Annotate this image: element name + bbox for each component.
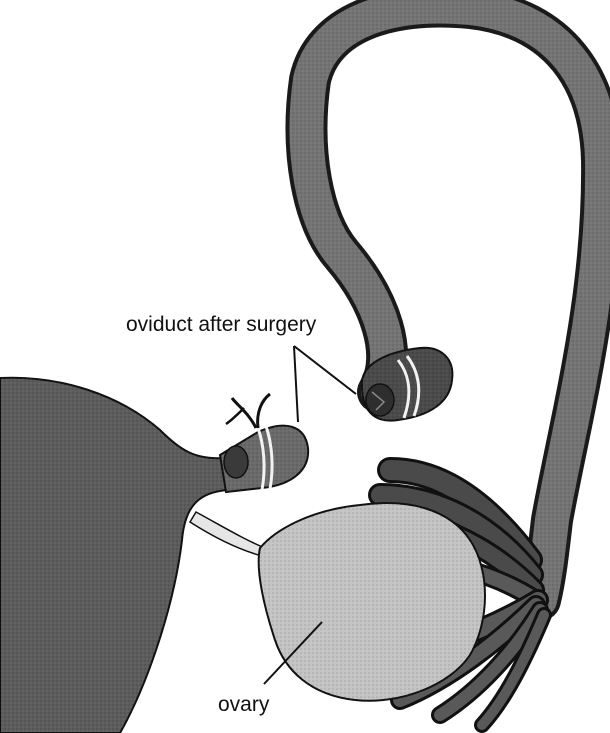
ovarian-ligament [190, 512, 265, 556]
ovary-shape [259, 503, 485, 701]
oviduct-stump-proximal [220, 426, 308, 492]
ligature-knot-icon [226, 394, 270, 428]
uterus-shape [0, 378, 228, 733]
oviduct-label: oviduct after surgery [126, 313, 317, 336]
oviduct-leader-lines [294, 346, 356, 422]
ovary-label: ovary [218, 693, 270, 716]
